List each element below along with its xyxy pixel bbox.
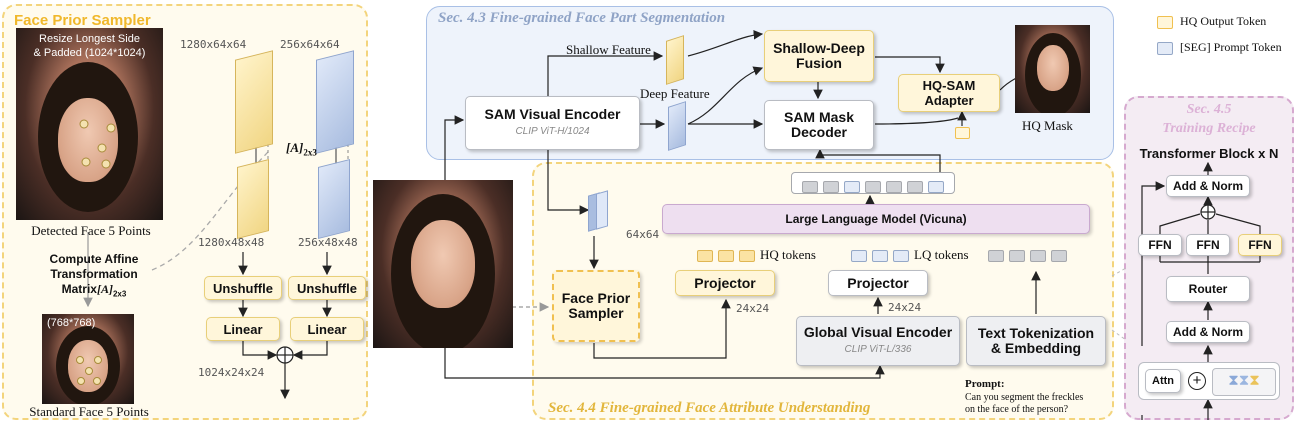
training-recipe-title-line1: Sec. 4.5	[1186, 102, 1232, 117]
sam-visual-encoder-sub: CLIP ViT-H/1024	[515, 126, 590, 137]
deep-feature-label: Deep Feature	[640, 86, 710, 101]
detected-face-caption: Detected Face 5 Points	[31, 223, 151, 238]
training-recipe-title-line2: Training Recipe	[1162, 121, 1256, 136]
dim-top-right: 256x64x64	[280, 38, 340, 51]
standard-size-note: (768*768)	[47, 317, 96, 329]
text-tokenization-box: Text Tokenization& Embedding	[966, 316, 1106, 366]
matrix-a-label: [A]2x3	[286, 140, 317, 158]
prompt-text-line1: Can you segment the freckles	[965, 392, 1084, 403]
affine-line1: Compute Affine	[49, 252, 139, 266]
transformer-title: Transformer Block x N	[1139, 146, 1279, 161]
hq-tokens-group: HQ tokens	[697, 247, 816, 263]
ffn-box-2: FFN	[1186, 234, 1230, 256]
affine-line2: Transformation	[50, 267, 138, 281]
unshuffle-box-right: Unshuffle	[288, 276, 366, 300]
feature-slab-blue-small	[318, 159, 350, 239]
legend-hq-swatch	[1157, 16, 1173, 29]
feature-slab-yellow-small	[237, 159, 269, 239]
add-circle-icon: +	[1188, 372, 1206, 390]
hq-mask-caption: HQ Mask	[1022, 118, 1073, 133]
global-visual-encoder-box: Global Visual Encoder CLIP ViT-L/336	[796, 316, 960, 366]
standard-landmark-points	[76, 356, 102, 385]
router-box: Router	[1166, 276, 1250, 302]
unshuffle-box-left: Unshuffle	[204, 276, 282, 300]
shallow-feature-slab	[666, 35, 684, 85]
prompt-label: Prompt:	[965, 378, 1005, 390]
sam-visual-encoder-label: SAM Visual Encoder	[484, 106, 621, 122]
hourglass-icon: ⧗	[1228, 372, 1239, 389]
attribute-understanding-title: Sec. 4.4 Fine-grained Face Attribute Und…	[548, 400, 871, 416]
legend-seg-swatch	[1157, 42, 1173, 55]
dim-64: 64x64	[626, 228, 660, 241]
resize-note-line1: Resize Longest Side	[39, 33, 140, 45]
prompt-text-line2: on the face of the person?	[965, 404, 1069, 415]
sampled-feature-slabs	[588, 190, 612, 232]
dim-mid-left: 1280x48x48	[198, 236, 265, 249]
hourglass-icon: ⧗	[1238, 372, 1250, 389]
llm-output-token-strip	[791, 172, 955, 194]
face-prior-sampler-title: Face Prior Sampler	[14, 12, 151, 29]
legend-seg-label: [SEG] Prompt Token	[1180, 40, 1282, 54]
hourglass-icon: ⧗	[1249, 372, 1260, 389]
affine-line3: Matrix[A]2x3	[61, 282, 127, 299]
ffn-box-3: FFN	[1238, 234, 1282, 256]
feature-slab-yellow-large	[235, 50, 273, 154]
dim-24-hq: 24x24	[736, 302, 770, 315]
attn-box: Attn	[1145, 369, 1181, 393]
linear-box-left: Linear	[206, 317, 280, 341]
detected-face-image	[16, 28, 163, 220]
add-norm-top-box: Add & Norm	[1166, 175, 1250, 197]
dim-top-left: 1280x64x64	[180, 38, 247, 51]
input-face-image	[373, 180, 513, 348]
global-visual-encoder-label: Global Visual Encoder	[803, 324, 953, 340]
shallow-feature-label: Shallow Feature	[566, 42, 651, 57]
detected-landmark-points	[79, 119, 116, 169]
lq-tokens-group: LQ tokens	[851, 247, 969, 263]
resize-note-line2: & Padded (1024*1024)	[33, 47, 146, 59]
add-norm-bottom-box: Add & Norm	[1166, 321, 1250, 343]
sam-visual-encoder-box: SAM Visual Encoder CLIP ViT-H/1024	[465, 96, 640, 150]
standard-face-caption: Standard Face 5 Points	[29, 404, 149, 419]
projector-hq-box: Projector	[675, 270, 775, 296]
legend-hq-label: HQ Output Token	[1180, 14, 1267, 28]
projector-lq-box: Projector	[828, 270, 928, 296]
text-tokens-group	[988, 247, 1072, 265]
dim-output: 1024x24x24	[198, 366, 265, 379]
standard-face-image	[42, 314, 134, 404]
hq-output-token	[955, 127, 970, 139]
global-visual-encoder-sub: CLIP ViT-L/336	[844, 344, 912, 355]
feature-slab-blue-large	[316, 50, 354, 154]
linear-box-right: Linear	[290, 317, 364, 341]
part-segmentation-title: Sec. 4.3 Fine-grained Face Part Segmenta…	[438, 10, 726, 26]
dim-mid-right: 256x48x48	[298, 236, 358, 249]
hq-mask-image	[1015, 25, 1090, 113]
dim-24-lq: 24x24	[888, 301, 922, 314]
llm-box: Large Language Model (Vicuna)	[662, 204, 1090, 234]
deep-feature-slab	[668, 101, 686, 151]
ffn-box-1: FFN	[1138, 234, 1182, 256]
hourglass-token-group: ⧗⧗⧗	[1212, 368, 1276, 396]
